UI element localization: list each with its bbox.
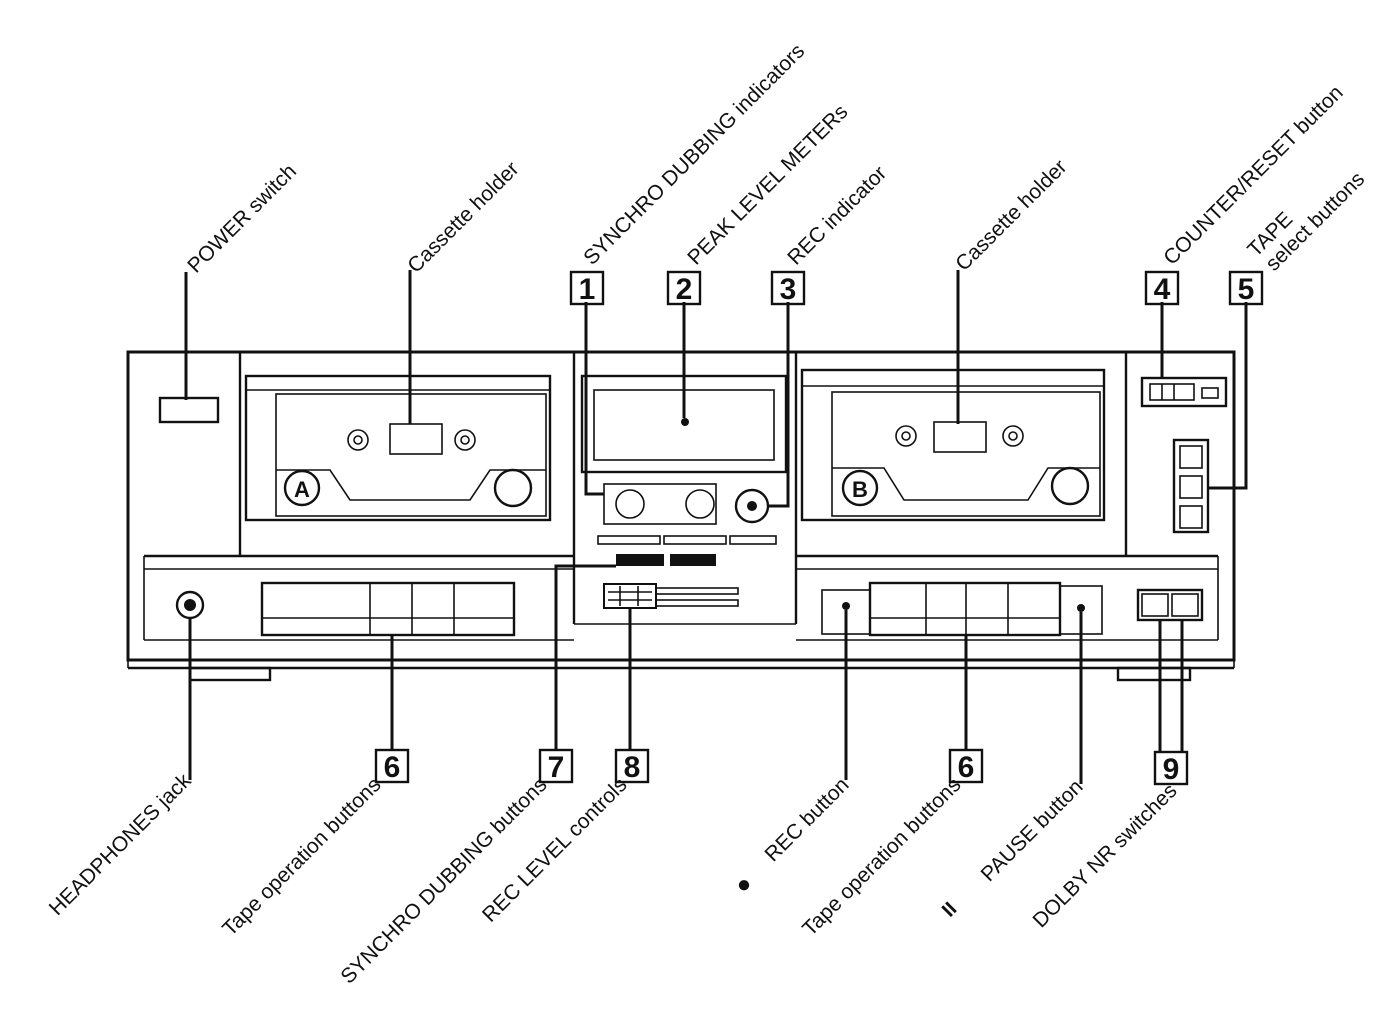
callout-5: 5 <box>1228 270 1264 306</box>
rec-level-control <box>603 583 657 609</box>
callout-6a-number: 6 <box>384 751 401 784</box>
synchro-dubbing-button-1 <box>616 554 664 566</box>
tape-counter-display <box>1149 383 1195 401</box>
callout-4: 4 <box>1144 270 1180 306</box>
tape-operation-buttons-b <box>868 581 1062 637</box>
label-tape-operation-buttons-a: Tape operation buttons <box>218 773 385 940</box>
tape-select-buttons <box>1172 438 1210 534</box>
label-power-switch: POWER switch <box>183 160 301 278</box>
dolby-nr-switches <box>1136 588 1204 622</box>
synchro-dubbing-indicator-a <box>615 489 645 519</box>
headphones-jack <box>175 590 205 620</box>
label-headphones-jack: HEADPHONES jack <box>45 769 196 920</box>
callout-6a: 6 <box>374 748 410 784</box>
callout-7: 7 <box>538 748 574 784</box>
cassette-holder-b: B <box>800 270 1106 522</box>
label-rec-button: REC button <box>761 773 854 866</box>
label-synchro-dubbing-indicators: SYNCHRO DUBBING indicators <box>579 40 809 270</box>
callout-8: 8 <box>614 748 650 784</box>
deck-a-badge <box>283 469 321 507</box>
callout-7-number: 7 <box>548 751 565 784</box>
peak-level-meter-window <box>681 418 689 426</box>
label-pause-button: PAUSE button <box>977 775 1088 886</box>
cassette-holder-a: A <box>244 270 552 522</box>
callout-9: 9 <box>1153 750 1189 786</box>
label-cassette-holder-a: Cassette holder <box>403 157 523 277</box>
counter-section <box>1140 376 1228 408</box>
synchro-dubbing-indicator-b <box>685 489 715 519</box>
deck-chassis <box>126 350 1236 682</box>
tape-operation-buttons-a <box>260 581 516 637</box>
leader-lines <box>184 272 1248 784</box>
synchro-dubbing-button-2 <box>670 554 716 566</box>
callout-6b: 6 <box>948 748 984 784</box>
label-rec-level-controls: REC LEVEL controls <box>478 773 632 927</box>
callout-8-number: 8 <box>624 751 641 784</box>
label-rec-indicator: REC indicator <box>783 162 891 270</box>
label-cassette-holder-b: Cassette holder <box>951 155 1071 275</box>
callout-3-number: 3 <box>780 273 797 306</box>
callout-5-number: 5 <box>1238 273 1255 306</box>
callout-1-number: 1 <box>579 273 596 306</box>
callout-1: 1 <box>569 270 605 306</box>
callout-4-number: 4 <box>1154 273 1171 306</box>
left-foot <box>188 666 272 682</box>
callout-2-number: 2 <box>676 273 693 306</box>
callout-2: 2 <box>666 270 702 306</box>
deck-b-letter: B <box>852 477 868 502</box>
pause-symbol-icon: II <box>938 898 961 921</box>
callout-9-number: 9 <box>1163 753 1180 786</box>
deck-b-badge <box>841 469 879 507</box>
callout-3: 3 <box>770 270 806 306</box>
deck-a-letter: A <box>294 477 310 502</box>
right-foot <box>1116 666 1192 682</box>
counter-reset-button-key <box>1201 387 1219 399</box>
rec-symbol-icon: ● <box>737 871 752 898</box>
power-switch-button <box>158 396 220 424</box>
callout-6b-number: 6 <box>958 751 975 784</box>
